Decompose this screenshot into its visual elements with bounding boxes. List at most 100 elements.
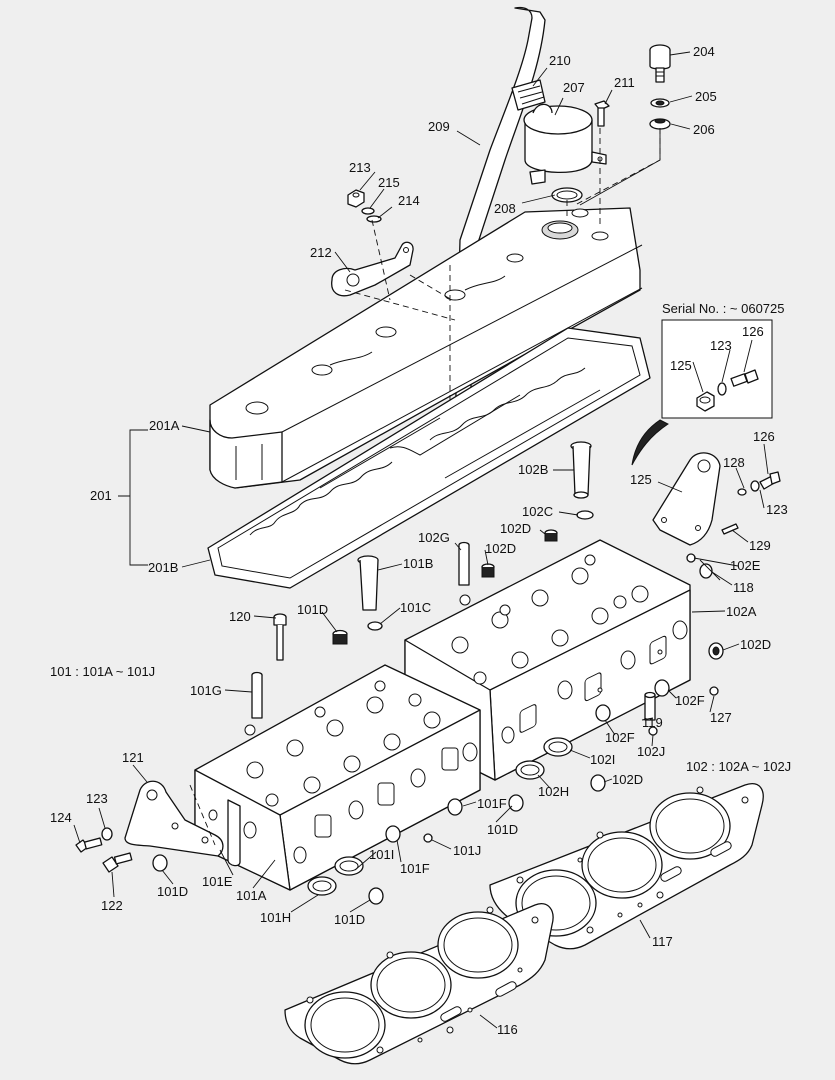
- bolt-124: [75, 837, 103, 853]
- label-101E: 101E: [202, 874, 233, 889]
- label-208: 208: [494, 201, 516, 216]
- bolt-120: [273, 613, 287, 661]
- pin-119: [644, 691, 656, 721]
- bolt-211: [594, 100, 610, 127]
- washer-123-b: [101, 827, 113, 841]
- bolt-126-inset: [730, 369, 759, 387]
- label-122: 122: [101, 898, 123, 913]
- plug-102H: [515, 760, 545, 780]
- plug-125-inset: [696, 391, 715, 412]
- nut-213: [347, 189, 365, 208]
- label-201: 201: [90, 488, 112, 503]
- plug-101D-b: [152, 854, 168, 872]
- label-123-inset: 123: [710, 338, 732, 353]
- plug-101D-c: [368, 887, 384, 905]
- plug-102D-d: [590, 774, 606, 792]
- label-117: 117: [652, 934, 673, 949]
- label-102H: 102H: [538, 784, 569, 799]
- label-101H: 101H: [260, 910, 291, 925]
- washer-205: [650, 98, 670, 108]
- plug-101D-d: [508, 794, 524, 812]
- rocker-gasket-201B: [207, 327, 651, 589]
- callout-labels: Serial No. : ~ 060725 101 : 101A ~ 101J …: [50, 44, 791, 1037]
- tube-101B: [357, 555, 379, 611]
- leader-lines: [73, 51, 769, 1029]
- washer-123: [750, 480, 760, 492]
- label-101F-b: 101F: [477, 796, 507, 811]
- serial-inset-box: [631, 319, 773, 466]
- tube-102B: [570, 441, 592, 499]
- plug-102I: [543, 737, 573, 757]
- label-102D-b: 102D: [485, 541, 516, 556]
- plug-101F-b: [447, 798, 463, 816]
- label-125-inset: 125: [670, 358, 692, 373]
- label-128: 128: [723, 455, 745, 470]
- pin-101G: [251, 671, 263, 719]
- group-bracket-201: [118, 429, 148, 566]
- label-101C: 101C: [400, 600, 431, 615]
- plug-118: [699, 563, 713, 579]
- label-102B: 102B: [518, 462, 548, 477]
- label-211: 211: [614, 75, 635, 90]
- oring-102C: [576, 510, 594, 520]
- cylinder-head-101A: [194, 664, 481, 891]
- group-note-101: 101 : 101A ~ 101J: [50, 664, 155, 679]
- washer-214: [366, 215, 382, 223]
- label-102C: 102C: [522, 504, 553, 519]
- label-215: 215: [378, 175, 400, 190]
- plug-102F-a: [654, 679, 670, 697]
- rocker-cover-201A: [209, 207, 643, 489]
- breather-207: [523, 103, 607, 185]
- head-101A-valves: [244, 680, 441, 807]
- washer-215: [361, 207, 375, 215]
- label-127: 127: [710, 710, 732, 725]
- label-212: 212: [310, 245, 332, 260]
- label-102F-a: 102F: [675, 693, 705, 708]
- bracket-125: [652, 452, 721, 546]
- label-101D-c: 101D: [334, 912, 365, 927]
- plug-101H: [307, 876, 337, 896]
- label-124: 124: [50, 810, 72, 825]
- plug-102F-b: [595, 704, 611, 722]
- label-214: 214: [398, 193, 420, 208]
- label-101J: 101J: [453, 843, 481, 858]
- label-118: 118: [733, 580, 754, 595]
- label-123: 123: [766, 502, 788, 517]
- cap-102D-a: [544, 529, 558, 542]
- plug-102D-c: [708, 642, 724, 660]
- label-101B: 101B: [403, 556, 433, 571]
- label-102A: 102A: [726, 604, 757, 619]
- label-201B: 201B: [148, 560, 178, 575]
- plug-127: [709, 686, 719, 696]
- label-102E: 102E: [730, 558, 761, 573]
- plug-101I: [334, 856, 364, 876]
- label-102I: 102I: [590, 752, 615, 767]
- plug-101F-a: [385, 825, 401, 843]
- label-123-b: 123: [86, 791, 108, 806]
- label-201A: 201A: [149, 418, 180, 433]
- grommet-206: [649, 118, 671, 130]
- label-126: 126: [753, 429, 775, 444]
- label-205: 205: [695, 89, 717, 104]
- bolt-122: [102, 852, 133, 873]
- label-207: 207: [563, 80, 585, 95]
- bracket-212: [331, 241, 414, 297]
- plug-102E: [686, 553, 696, 563]
- label-209: 209: [428, 119, 450, 134]
- label-101D-a: 101D: [297, 602, 328, 617]
- label-102D-c: 102D: [740, 637, 771, 652]
- pin-102G: [458, 541, 470, 586]
- label-119: 119: [642, 715, 663, 730]
- label-210: 210: [549, 53, 571, 68]
- label-101D-d: 101D: [487, 822, 518, 837]
- serial-box-title: Serial No. : ~ 060725: [662, 301, 785, 316]
- label-116: 116: [497, 1022, 518, 1037]
- label-206: 206: [693, 122, 715, 137]
- label-213: 213: [349, 160, 371, 175]
- label-101I: 101I: [369, 847, 394, 862]
- label-102J: 102J: [637, 744, 665, 759]
- oring-101C: [367, 621, 383, 631]
- label-126-inset: 126: [742, 324, 764, 339]
- label-204: 204: [693, 44, 715, 59]
